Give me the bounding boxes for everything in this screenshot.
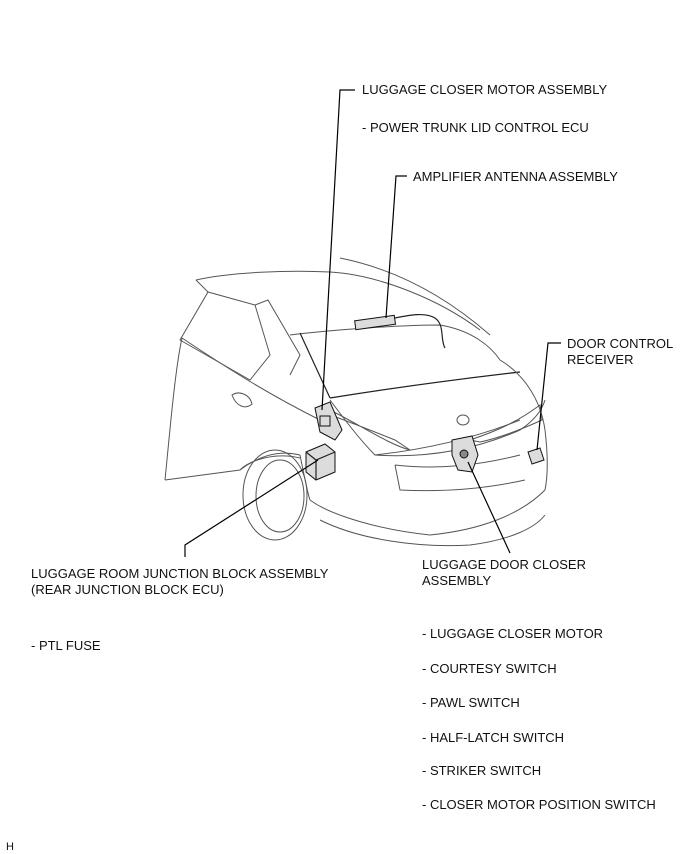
door-control-receiver-part bbox=[527, 447, 545, 465]
door-closer-item-text: - HALF-LATCH SWITCH bbox=[422, 730, 565, 745]
corner-mark: H bbox=[6, 841, 14, 853]
door-closer-part bbox=[451, 435, 479, 473]
power-trunk-ecu-text: - POWER TRUNK LID CONTROL ECU bbox=[362, 120, 589, 135]
amplifier-antenna-label: AMPLIFIER ANTENNA ASSEMBLY bbox=[413, 169, 618, 185]
door-closer-item: - CLOSER MOTOR POSITION SWITCH bbox=[422, 797, 656, 813]
power-trunk-ecu-label: - POWER TRUNK LID CONTROL ECU bbox=[362, 120, 589, 136]
junction-block-line1: LUGGAGE ROOM JUNCTION BLOCK ASSEMBLY bbox=[31, 566, 329, 581]
luggage-closer-motor-title: LUGGAGE CLOSER MOTOR ASSEMBLY bbox=[362, 82, 608, 97]
door-closer-item: - HALF-LATCH SWITCH bbox=[422, 730, 564, 746]
ptl-fuse-text: - PTL FUSE bbox=[31, 638, 101, 653]
door-closer-item-text: - CLOSER MOTOR POSITION SWITCH bbox=[422, 797, 656, 812]
door-closer-item-text: - PAWL SWITCH bbox=[422, 695, 520, 710]
door-closer-item: - PAWL SWITCH bbox=[422, 695, 520, 711]
ptl-fuse-label: - PTL FUSE bbox=[31, 638, 101, 654]
door-closer-item: - COURTESY SWITCH bbox=[422, 661, 557, 677]
junction-block-part bbox=[305, 443, 336, 481]
junction-block-label: LUGGAGE ROOM JUNCTION BLOCK ASSEMBLY (RE… bbox=[31, 566, 328, 598]
door-control-receiver-label: DOOR CONTROL RECEIVER bbox=[567, 336, 673, 368]
luggage-closer-motor-part bbox=[314, 401, 343, 441]
car-body bbox=[164, 257, 548, 547]
door-closer-item-text: - LUGGAGE CLOSER MOTOR bbox=[422, 626, 604, 641]
door-closer-item: - LUGGAGE CLOSER MOTOR bbox=[422, 626, 603, 642]
door-closer-item-text: - STRIKER SWITCH bbox=[422, 763, 542, 778]
door-closer-line2: ASSEMBLY bbox=[422, 573, 492, 588]
door-closer-item-text: - COURTESY SWITCH bbox=[422, 661, 557, 676]
leader-lines bbox=[184, 89, 561, 557]
junction-block-line2: (REAR JUNCTION BLOCK ECU) bbox=[31, 582, 224, 597]
door-closer-line1: LUGGAGE DOOR CLOSER bbox=[422, 557, 586, 572]
amplifier-antenna-part bbox=[354, 313, 446, 349]
door-closer-label: LUGGAGE DOOR CLOSER ASSEMBLY bbox=[422, 557, 586, 589]
luggage-closer-motor-label: LUGGAGE CLOSER MOTOR ASSEMBLY bbox=[362, 82, 607, 98]
door-control-receiver-line2: RECEIVER bbox=[567, 352, 634, 367]
amplifier-antenna-title: AMPLIFIER ANTENNA ASSEMBLY bbox=[413, 169, 618, 184]
door-closer-item: - STRIKER SWITCH bbox=[422, 763, 541, 779]
door-control-receiver-line1: DOOR CONTROL bbox=[567, 336, 674, 351]
